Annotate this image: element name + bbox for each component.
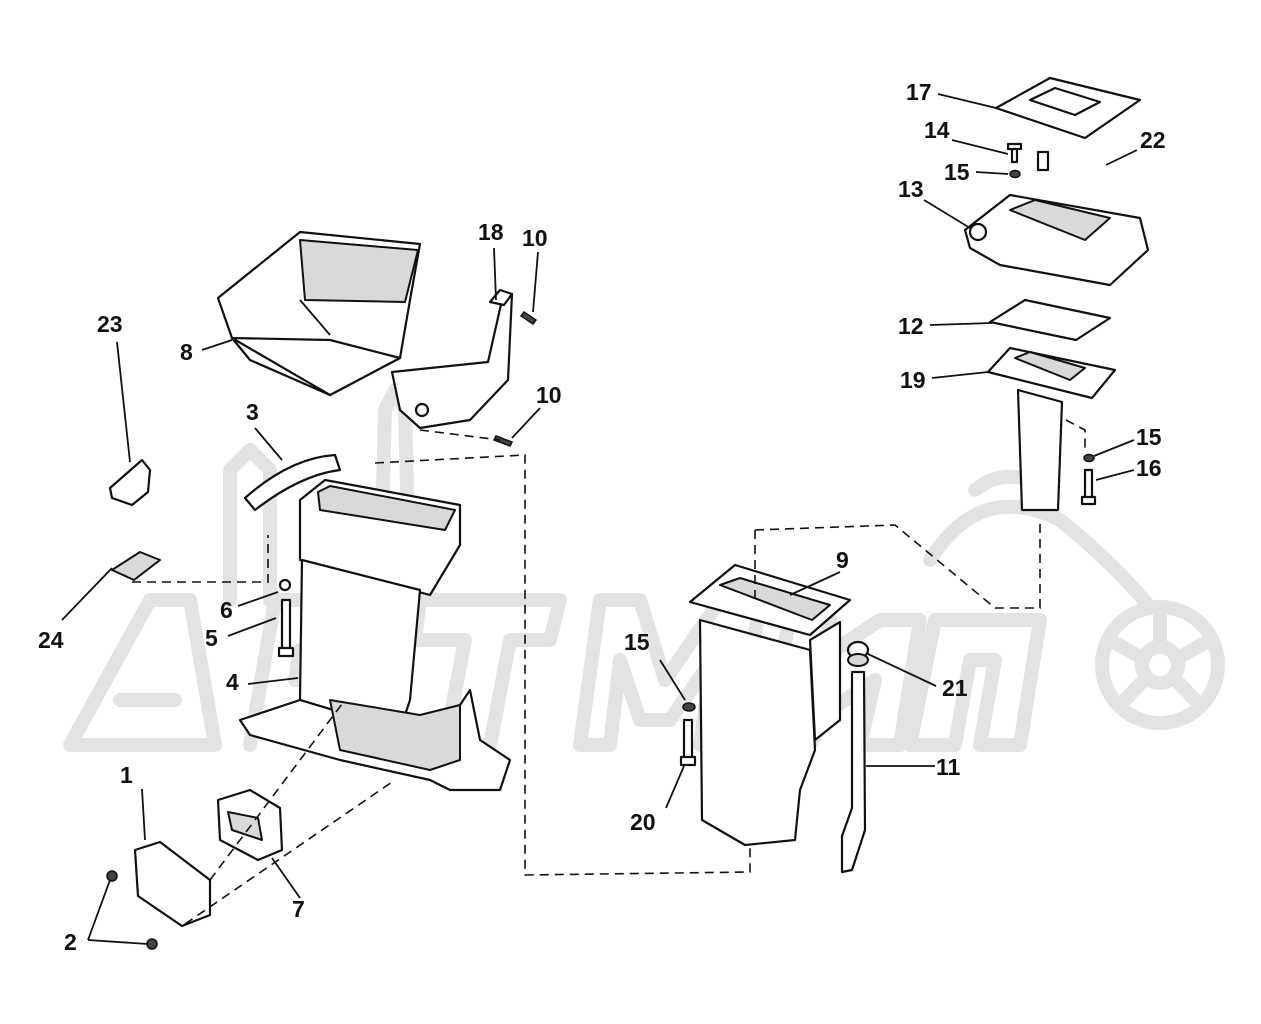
part-18-shield: [390, 288, 514, 430]
callout-7: 7: [292, 896, 305, 922]
part-5-bolt: [277, 598, 295, 658]
part-17-gasket: [994, 76, 1142, 140]
callout-1: 1: [120, 762, 133, 788]
callout-8: 8: [180, 339, 193, 365]
callout-14: 14: [924, 117, 950, 143]
callout-20: 20: [630, 809, 656, 835]
part-8-cover: [216, 230, 422, 397]
part-12-gasket: [988, 298, 1112, 342]
part-21-grommet: [846, 640, 870, 667]
part-15-washer-top: [1009, 169, 1021, 179]
part-2-screw-b: [146, 938, 158, 950]
part-9-inner-exhaust: [688, 563, 852, 847]
callout-15-right: 15: [1136, 424, 1162, 450]
part-2-screw-a: [106, 870, 118, 882]
callout-6: 6: [220, 597, 233, 623]
part-15-washer-right: [1083, 453, 1095, 463]
part-23-plate: [108, 458, 152, 507]
part-24-bracket: [111, 551, 161, 581]
callout-9: 9: [836, 547, 849, 573]
assembly-dashed-lines: [132, 419, 1086, 925]
callout-5: 5: [205, 625, 218, 651]
part-4-exhaust-housing: [238, 478, 512, 792]
leader-lines: [61, 93, 1138, 945]
part-7-block: [216, 788, 284, 862]
part-19-tube-assembly: [986, 346, 1117, 512]
callout-15-top: 15: [944, 159, 970, 185]
part-10-screw-top: [519, 310, 538, 326]
callout-24: 24: [38, 627, 64, 653]
callout-22: 22: [1140, 127, 1166, 153]
part-3-gasket: [243, 453, 342, 512]
callout-19: 19: [900, 367, 926, 393]
part-22-pin: [1036, 150, 1050, 172]
callout-10-bottom: 10: [536, 382, 562, 408]
part-13-adapter: [963, 193, 1150, 287]
callout-17: 17: [906, 79, 932, 105]
callout-12: 12: [898, 313, 924, 339]
callout-3: 3: [246, 399, 259, 425]
part-14-screw: [1006, 142, 1023, 164]
callout-15-mid: 15: [624, 629, 650, 655]
callout-21: 21: [942, 675, 968, 701]
part-10-screw-bottom: [492, 435, 514, 447]
callout-2: 2: [64, 929, 77, 955]
callout-10-top: 10: [522, 225, 548, 251]
part-11-tube: [840, 670, 867, 874]
part-15-washer-mid: [682, 702, 696, 712]
callout-labels: 1 2 3 4 5 6 7 8 9 10 10 11 12 13 14 15 1…: [38, 79, 1166, 955]
callout-18: 18: [478, 219, 504, 245]
callout-4: 4: [226, 669, 239, 695]
part-16-bolt: [1080, 468, 1097, 506]
callout-13: 13: [898, 176, 924, 202]
part-20-bolt: [679, 718, 697, 767]
callout-16: 16: [1136, 455, 1162, 481]
part-6-washer: [278, 578, 292, 592]
callout-23: 23: [97, 311, 123, 337]
callout-11: 11: [936, 754, 961, 780]
part-1-cover-plate: [133, 840, 212, 928]
